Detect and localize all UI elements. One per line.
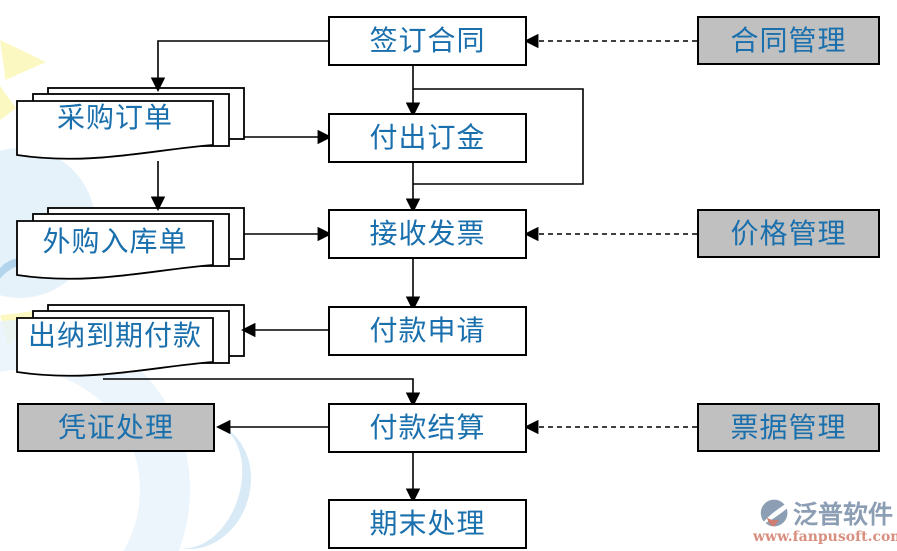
document-node-cashier-due-payment: 出纳到期付款 [27,319,202,352]
flow-node-sign-contract: 签订合同 [328,16,527,66]
management-node-voucher-processing: 凭证处理 [17,403,215,452]
document-node-purchased-warehouse-receipt: 外购入库单 [42,225,188,258]
flow-node-receive-invoice: 接收发票 [328,209,527,259]
document-shape-purchase-order [16,87,245,160]
fanpu-logo-icon [760,499,790,527]
management-node-contract-management: 合同管理 [697,16,880,65]
vendor-watermark: 泛普软件 www.fanpusoft.com [753,495,897,545]
flow-node-pay-deposit: 付出订金 [328,113,527,163]
logo-website-url: www.fanpusoft.com [753,529,897,545]
document-node-purchase-order: 采购订单 [56,101,173,134]
arrow-cashier-due-payment-to-payment-settlement [103,378,421,407]
management-node-bill-management: 票据管理 [697,403,880,452]
bypass-line-around-pay-deposit [413,88,584,185]
document-shape-cashier-due-payment [16,304,245,377]
management-node-price-management: 价格管理 [697,209,880,258]
flow-node-payment-settlement: 付款结算 [328,403,527,453]
flow-node-payment-request: 付款申请 [328,306,527,356]
flow-node-period-end-processing: 期末处理 [328,499,527,549]
document-shape-purchased-warehouse-receipt [16,207,245,280]
logo-text: 泛普软件 [792,500,893,529]
arrow-sign-contract-to-purchase-order [150,40,328,92]
